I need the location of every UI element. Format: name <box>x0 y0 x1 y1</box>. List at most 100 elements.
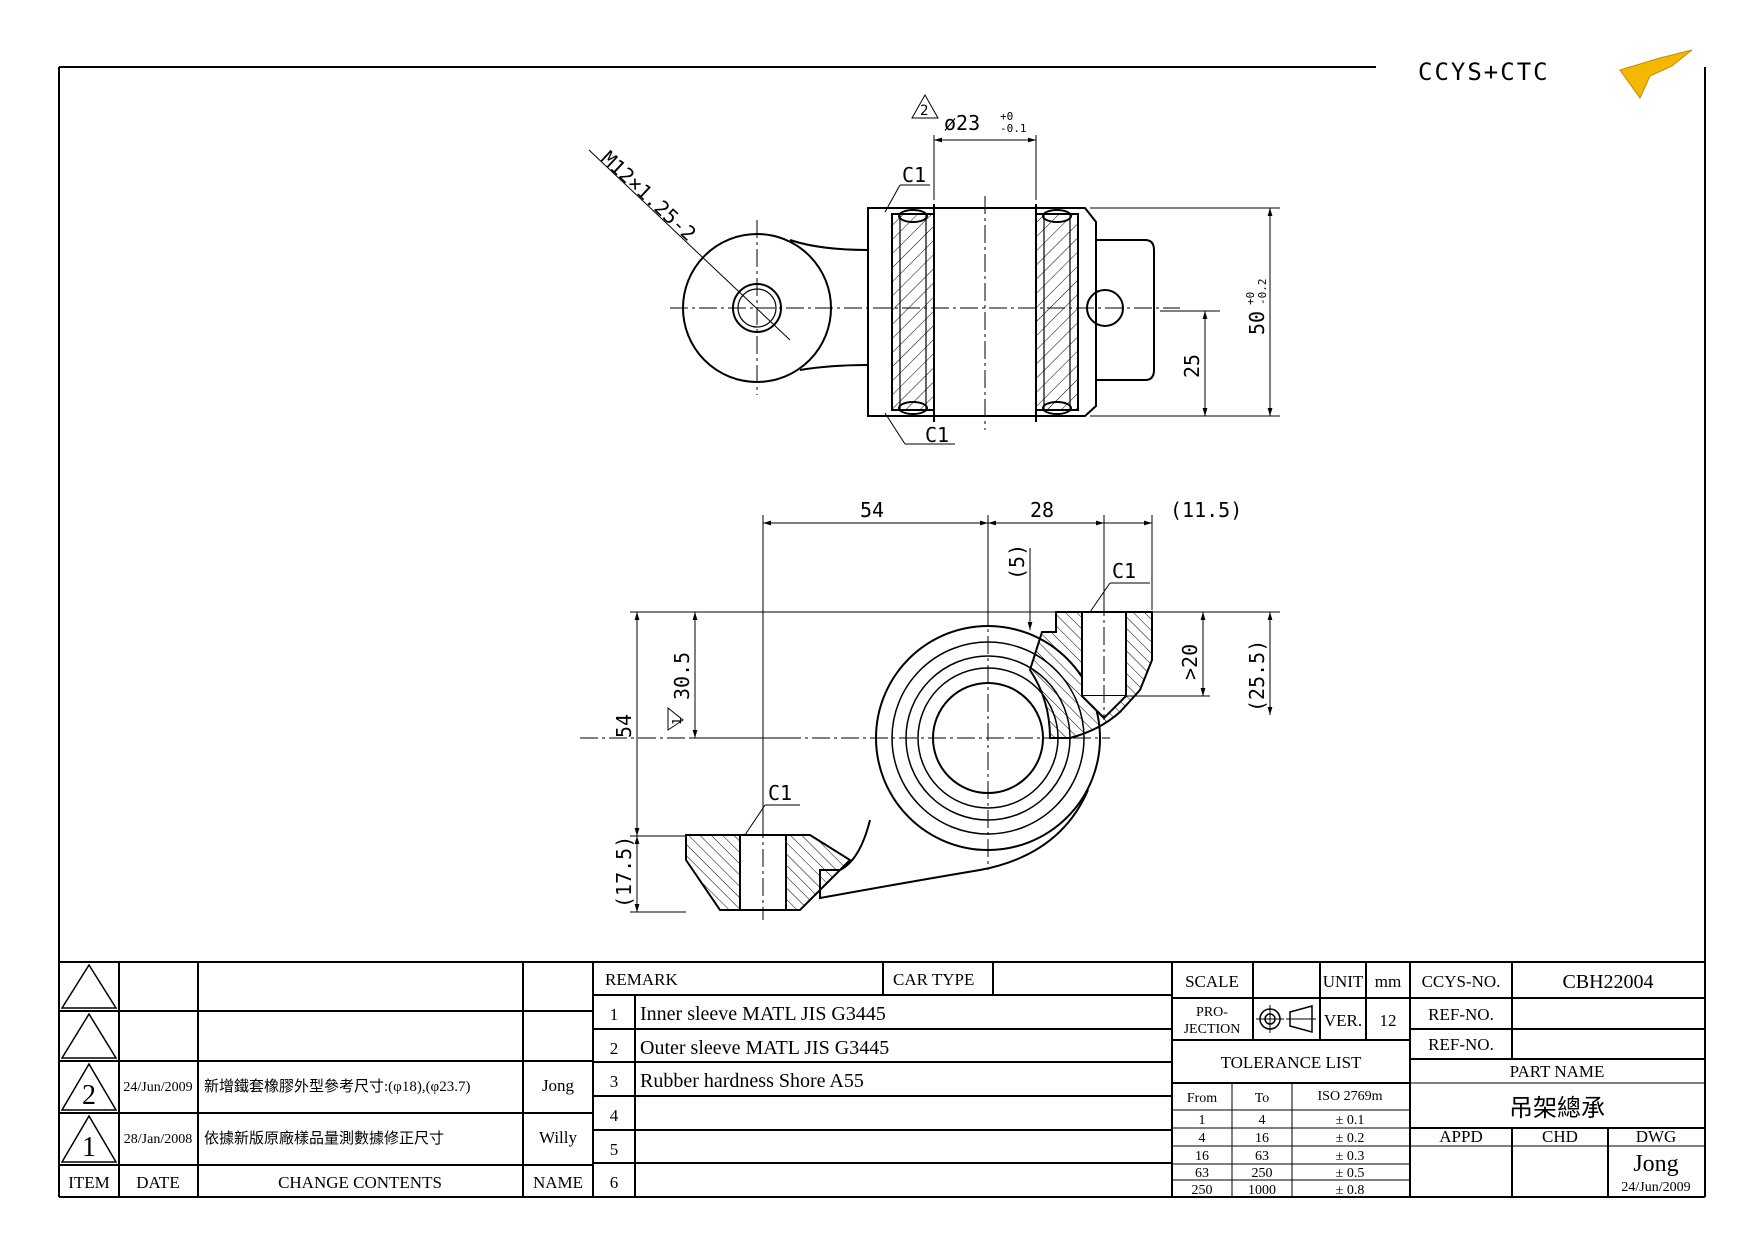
remark-text-2: Outer sleeve MATL JIS G3445 <box>640 1037 889 1059</box>
svg-text:1: 1 <box>1199 1113 1206 1128</box>
ccys-no-label: CCYS-NO. <box>1422 972 1501 991</box>
tol-header-iso: ISO 2769m <box>1318 1089 1383 1104</box>
rev-change-2: 新增鐵套橡膠外型參考尺寸:(φ18),(φ23.7) <box>204 1077 470 1095</box>
chd-label: CHD <box>1542 1127 1578 1146</box>
top-view <box>670 196 1180 430</box>
rev-triangle-empty-2 <box>60 1012 118 1059</box>
rev-triangle-1 <box>60 1114 118 1163</box>
svg-text:16: 16 <box>1255 1131 1269 1146</box>
rev-date-2: 24/Jun/2009 <box>123 1080 192 1095</box>
chamfer-bottom: C1 <box>925 423 949 447</box>
dwg-name: Jong <box>1633 1151 1678 1177</box>
svg-text:-0.2: -0.2 <box>1256 279 1269 306</box>
remark-header: REMARK <box>605 970 678 989</box>
tol-header-from: From <box>1187 1091 1217 1106</box>
dim-54-horizontal: 54 <box>860 498 884 522</box>
dwg-date: 24/Jun/2009 <box>1621 1180 1690 1195</box>
rev-triangle-2 <box>60 1062 118 1111</box>
svg-text:+0: +0 <box>1244 292 1257 305</box>
remark-no-6: 6 <box>610 1173 619 1192</box>
header-item: ITEM <box>68 1173 110 1192</box>
rev-date-1: 28/Jan/2008 <box>124 1132 192 1147</box>
car-type-label: CAR TYPE <box>893 970 974 989</box>
upper-pin-hole <box>1081 611 1127 697</box>
rev-change-1: 依據新版原廠樣品量測數據修正尺寸 <box>204 1129 444 1147</box>
arm-outline <box>789 239 869 371</box>
lower-pin-hole <box>739 834 787 911</box>
chamfer-pin: C1 <box>1112 559 1136 583</box>
drawing-frame <box>58 66 1706 1198</box>
rev-item-2: 2 <box>82 1080 96 1111</box>
svg-text:+0: +0 <box>1000 110 1013 123</box>
company-logo: CCYS+CTC <box>1418 49 1693 99</box>
logo-text: CCYS+CTC <box>1418 58 1550 86</box>
chamfer-low: C1 <box>768 781 792 805</box>
svg-text:± 0.3: ± 0.3 <box>1336 1149 1365 1164</box>
unit-label: UNIT <box>1323 972 1364 991</box>
chamfer-top: C1 <box>902 163 926 187</box>
side-view-dimensions <box>630 515 1280 913</box>
svg-text:± 0.5: ± 0.5 <box>1336 1166 1365 1181</box>
tol-header-to: To <box>1255 1091 1270 1106</box>
side-view-dim-text: 54 28 (11.5) (5) C1 30.5 1 54 >20 (25.5)… <box>612 498 1269 908</box>
dim-17-5: (17.5) <box>612 836 636 908</box>
height-half: 25 <box>1180 354 1204 378</box>
remark-no-5: 5 <box>610 1140 619 1159</box>
projection-symbol-icon <box>1256 1005 1316 1033</box>
rev-mark-top: 2 <box>920 103 928 119</box>
height-main: 50 <box>1245 311 1269 335</box>
svg-text:± 0.8: ± 0.8 <box>1336 1183 1365 1198</box>
dwg-label: DWG <box>1636 1127 1677 1146</box>
tolerance-list: TOLERANCE LIST From To ISO 2769m 1 4 ± 0… <box>1187 1053 1383 1198</box>
rev-mark-side: 1 <box>670 718 684 725</box>
projection-label-1: PRO- <box>1196 1005 1228 1020</box>
dim-30-5: 30.5 <box>670 652 694 700</box>
top-view-dimensions <box>588 93 1280 445</box>
projection-label-2: JECTION <box>1184 1022 1241 1037</box>
svg-text:4: 4 <box>1199 1131 1206 1146</box>
thread-callout: M12×1.25-2 <box>597 146 701 246</box>
right-tab <box>1096 239 1155 381</box>
remark-text-3: Rubber hardness Shore A55 <box>640 1070 864 1092</box>
revision-triangles <box>60 963 118 1163</box>
remark-block: REMARK CAR TYPE 1 Inner sleeve MATL JIS … <box>605 970 974 1192</box>
part-name-label: PART NAME <box>1510 1062 1605 1081</box>
svg-text:250: 250 <box>1252 1166 1273 1181</box>
logo-mark-icon <box>1619 49 1693 99</box>
dim-5: (5) <box>1005 544 1029 580</box>
rev-name-2: Jong <box>542 1076 575 1095</box>
svg-text:± 0.2: ± 0.2 <box>1336 1131 1365 1146</box>
outer-sleeve-right <box>1035 213 1079 411</box>
lower-arm-outline <box>819 789 1089 900</box>
remark-no-4: 4 <box>610 1106 619 1125</box>
svg-text:1000: 1000 <box>1248 1183 1276 1198</box>
rev-item-1: 1 <box>82 1132 96 1163</box>
bore-dia: ø23 <box>944 111 980 135</box>
rev-triangle-empty-1 <box>60 963 118 1009</box>
remark-no-2: 2 <box>610 1039 619 1058</box>
bushing-housing <box>867 207 1097 417</box>
rev-name-1: Willy <box>539 1128 578 1147</box>
dim-28: 28 <box>1030 498 1054 522</box>
dim-11-5: (11.5) <box>1170 498 1242 522</box>
svg-text:-0.1: -0.1 <box>1000 122 1027 135</box>
part-name-value: 吊架總承 <box>1509 1095 1605 1122</box>
side-view <box>580 520 1153 920</box>
svg-text:63: 63 <box>1255 1149 1269 1164</box>
dim-54-vertical: 54 <box>612 714 636 738</box>
dim-25-5: (25.5) <box>1245 640 1269 712</box>
svg-text:16: 16 <box>1195 1149 1209 1164</box>
ref-no-label-2: REF-NO. <box>1428 1035 1494 1054</box>
scale-block: SCALE UNIT mm PRO- JECTION VER. 12 <box>1184 972 1402 1037</box>
title-block-grid <box>59 961 1705 1197</box>
dim-20: >20 <box>1178 644 1202 680</box>
svg-text:4: 4 <box>1259 1113 1266 1128</box>
remark-no-1: 1 <box>610 1005 619 1024</box>
ccys-no-value: CBH22004 <box>1562 971 1653 993</box>
header-change-contents: CHANGE CONTENTS <box>278 1173 442 1192</box>
ref-no-label-1: REF-NO. <box>1428 1005 1494 1024</box>
svg-text:250: 250 <box>1192 1183 1213 1198</box>
part-info-block: CCYS-NO. CBH22004 REF-NO. REF-NO. PART N… <box>1422 971 1691 1195</box>
unit-value: mm <box>1375 972 1401 991</box>
